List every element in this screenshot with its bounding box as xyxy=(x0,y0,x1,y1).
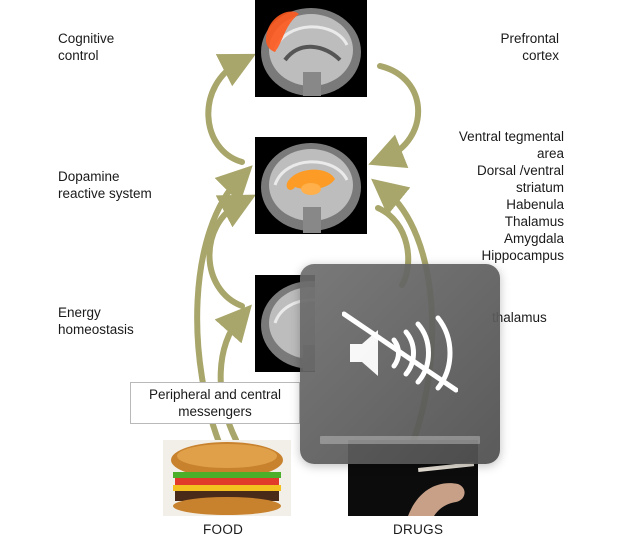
messenger-box: Peripheral and central messengers xyxy=(130,382,300,424)
arrow-energy-to-dopamine xyxy=(206,194,256,309)
brain-scan-dopamine xyxy=(255,137,367,234)
dopamine-highlight xyxy=(286,169,335,190)
prefrontal-highlight xyxy=(265,11,299,52)
volume-level-bar xyxy=(320,436,480,444)
caption-drugs: DRUGS xyxy=(393,522,444,537)
arrow-food-to-energy xyxy=(214,304,252,443)
food-burger-image xyxy=(163,440,291,516)
label-cognitive-control: Cognitive control xyxy=(58,31,115,63)
label-prefrontal-cortex: Prefrontal cortex xyxy=(500,31,559,63)
caption-food: FOOD xyxy=(203,522,244,537)
brain-scan-prefrontal xyxy=(255,0,367,97)
arrow-prefrontal-to-dopamine xyxy=(368,63,422,168)
speaker-muted-icon xyxy=(342,311,458,393)
arrow-dopamine-to-cognitive xyxy=(205,53,257,165)
label-dopamine-reactive-system: Dopamine reactive system xyxy=(58,169,152,201)
label-brain-regions: Ventral tegmental area Dorsal /ventral s… xyxy=(458,129,564,263)
label-energy-homeostasis: Energy homeostasis xyxy=(58,305,134,337)
label-hypothalamus: thalamus xyxy=(492,310,547,325)
volume-mute-hud xyxy=(300,264,500,464)
